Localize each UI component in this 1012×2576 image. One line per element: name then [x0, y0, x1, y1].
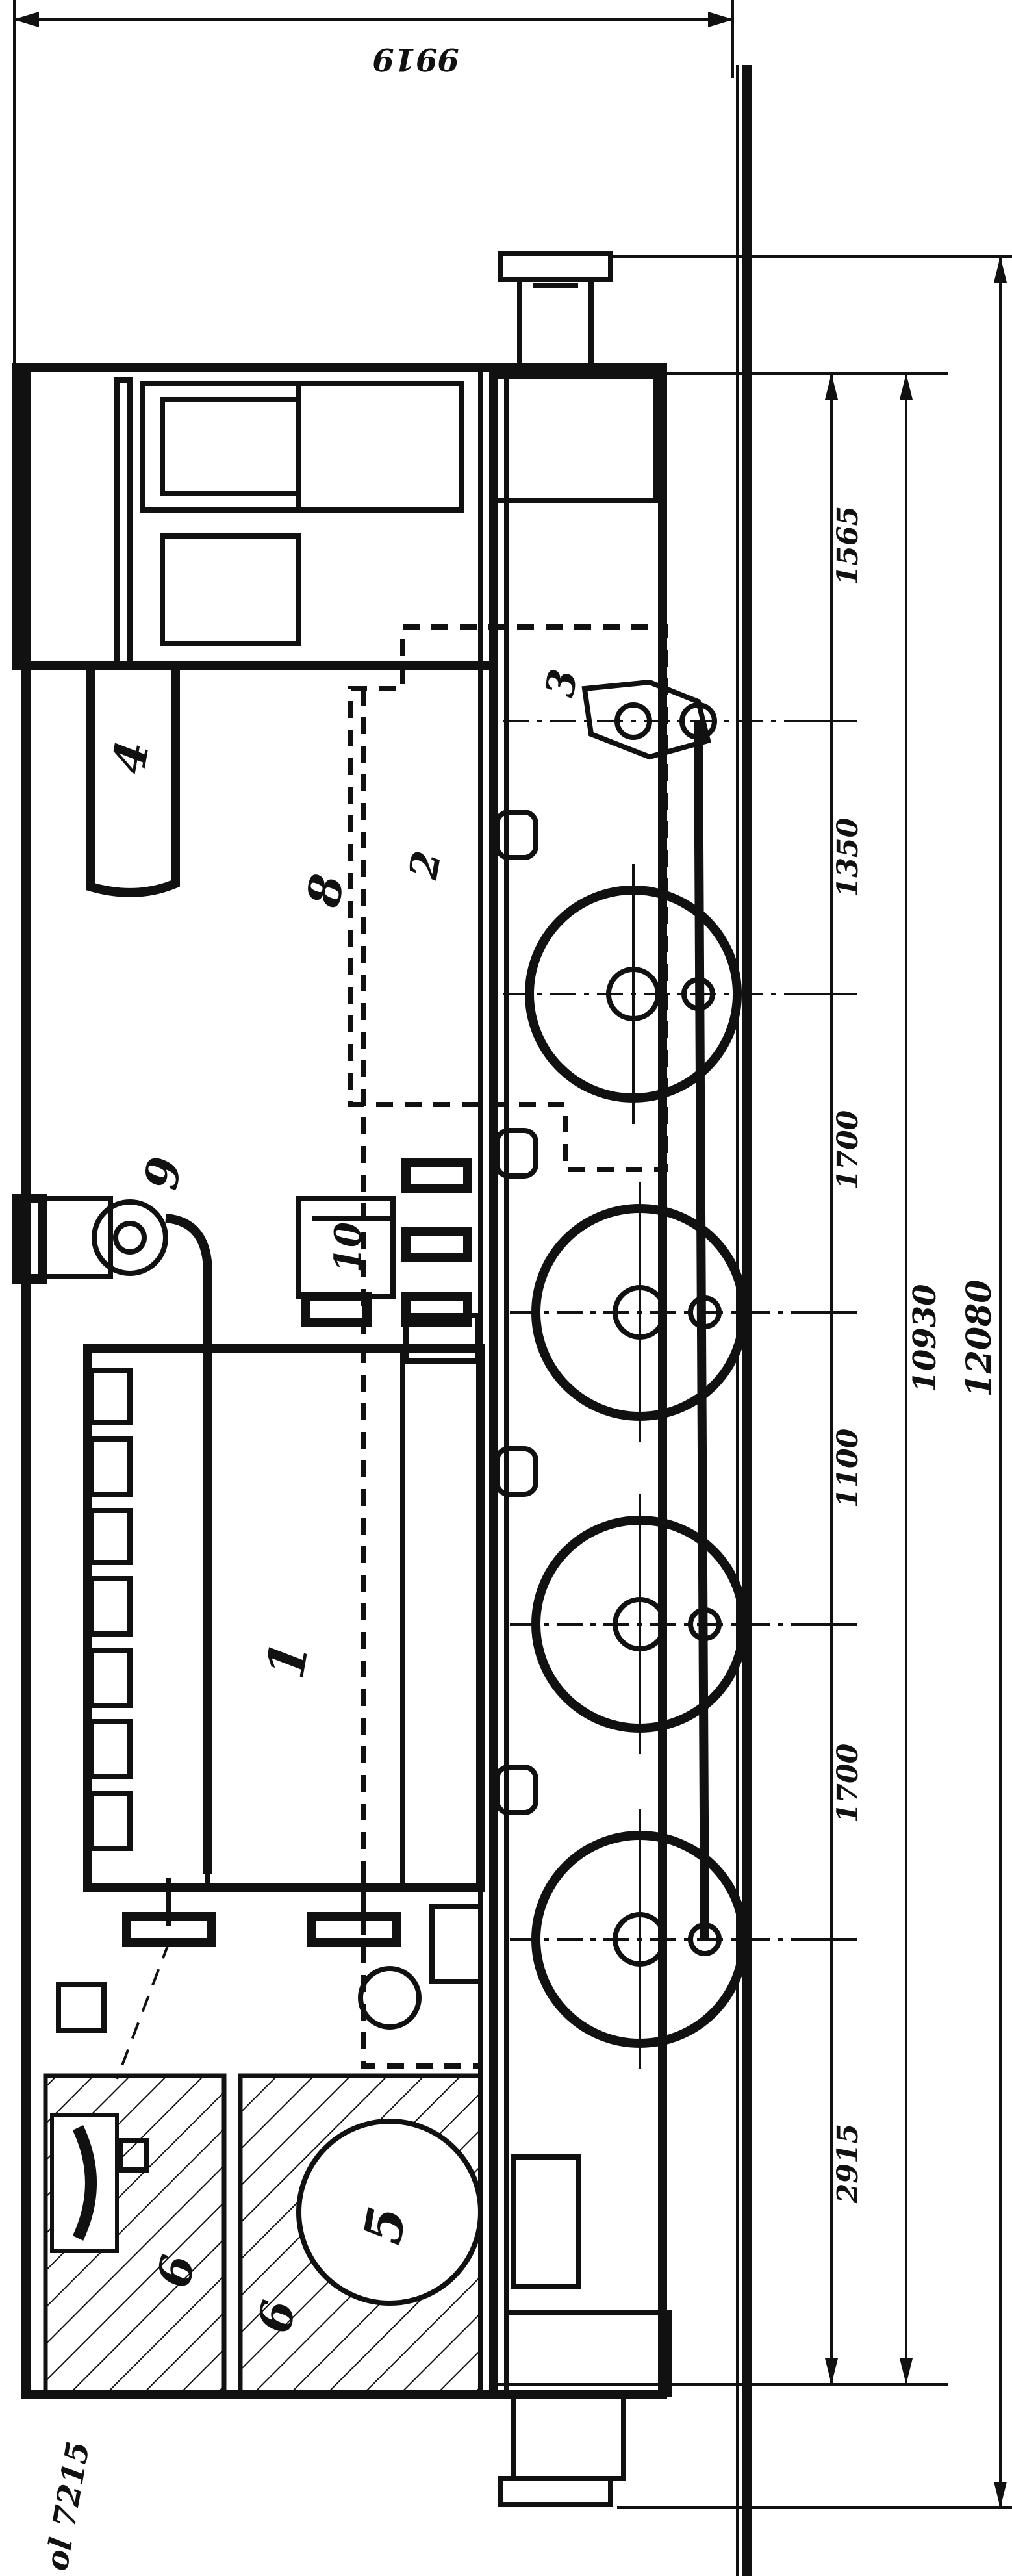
engine-outline	[348, 624, 668, 2069]
dimension-lines	[494, 255, 1012, 2509]
dim-2915: 2915	[831, 2124, 865, 2204]
corner-note: ol 7215	[38, 2439, 97, 2573]
round-fitting	[358, 1966, 422, 2030]
unit-10	[296, 1158, 480, 1364]
label-3: 3	[537, 666, 587, 700]
dim-1100: 1100	[831, 1428, 865, 1508]
dim-1350: 1350	[831, 817, 865, 897]
label-9: 9	[134, 1153, 192, 1193]
dim-1700-a: 1700	[831, 1110, 865, 1190]
rear-buffer	[498, 2154, 672, 2507]
label-2: 2	[401, 848, 450, 883]
dim-1700-b: 1700	[831, 1743, 865, 1823]
label-1: 1	[254, 1637, 320, 1683]
tank-5	[296, 2119, 483, 2306]
jackshaft-crank	[503, 679, 818, 760]
tank-4	[86, 663, 180, 897]
gauge-icon	[50, 2113, 149, 2253]
engine-block-1	[83, 1344, 485, 2080]
coupling-rod	[694, 721, 709, 1940]
dim-overall-height: 9919	[372, 41, 459, 77]
wheel-1	[503, 864, 818, 1124]
exhaust-9	[12, 1194, 212, 1874]
control-box	[56, 1982, 107, 2033]
top-dimension	[13, 0, 734, 650]
dim-10930: 10930	[907, 1284, 943, 1393]
label-4: 4	[101, 737, 160, 778]
label-10: 10	[327, 1222, 370, 1273]
front-buffer	[491, 251, 659, 503]
dim-1565: 1565	[831, 506, 865, 585]
square-fitting	[429, 1904, 483, 1984]
axle-boxes	[494, 810, 538, 1815]
dim-12080: 12080	[959, 1280, 999, 1397]
label-8: 8	[296, 871, 355, 912]
